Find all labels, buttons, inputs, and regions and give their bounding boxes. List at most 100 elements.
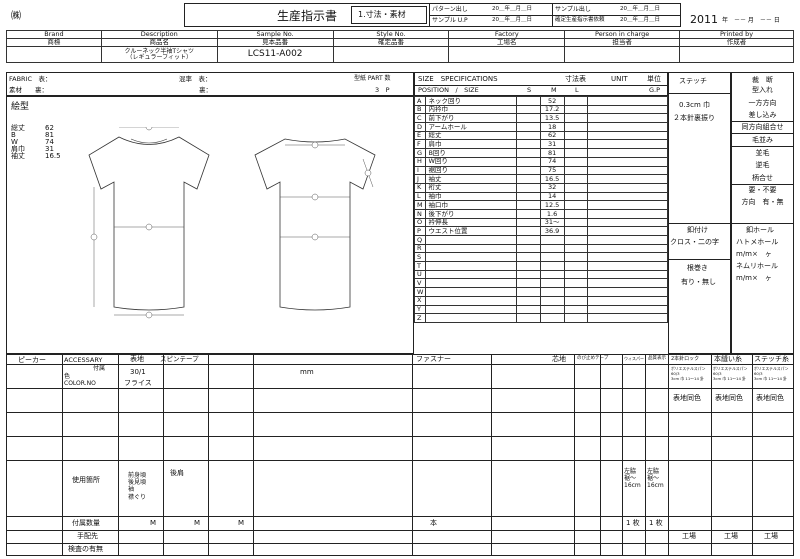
row-position[interactable] <box>425 235 518 245</box>
row-l[interactable] <box>563 104 589 115</box>
row-letter[interactable]: J <box>413 174 427 184</box>
row-letter[interactable]: U <box>413 269 427 280</box>
row-letter[interactable]: K <box>413 182 427 193</box>
row-s[interactable] <box>516 165 541 176</box>
row-gp[interactable] <box>587 304 668 315</box>
row-position[interactable]: ウエスト位置 <box>425 226 518 236</box>
row-m[interactable]: 14 <box>539 191 565 202</box>
row-l[interactable] <box>563 130 589 141</box>
row-s[interactable] <box>516 217 541 228</box>
row-position[interactable] <box>425 261 518 271</box>
row-gp[interactable] <box>587 278 668 289</box>
row-s[interactable] <box>516 122 541 132</box>
row-s[interactable] <box>516 208 541 219</box>
row-position[interactable]: 裄丈 <box>425 182 518 193</box>
row-gp[interactable] <box>587 130 668 141</box>
row-s[interactable] <box>516 226 541 236</box>
row-letter[interactable]: L <box>413 191 427 202</box>
row-l[interactable] <box>563 208 589 219</box>
row-m[interactable] <box>539 295 565 306</box>
row-letter[interactable]: G <box>413 148 427 158</box>
style-no-value[interactable] <box>332 46 450 63</box>
row-l[interactable] <box>563 191 589 202</box>
row-position[interactable]: B回り <box>425 148 518 158</box>
row-s[interactable] <box>516 261 541 271</box>
row-l[interactable] <box>563 287 589 297</box>
row-position[interactable]: ネック回り <box>425 96 518 106</box>
row-m[interactable]: 75 <box>539 165 565 176</box>
row-letter[interactable]: F <box>413 139 427 150</box>
row-position[interactable]: 裾回り <box>425 165 518 176</box>
row-gp[interactable] <box>587 287 668 297</box>
row-s[interactable] <box>516 113 541 124</box>
row-gp[interactable] <box>587 122 668 132</box>
row-gp[interactable] <box>587 313 668 323</box>
row-letter[interactable]: C <box>413 113 427 124</box>
row-s[interactable] <box>516 148 541 158</box>
row-letter[interactable]: O <box>413 217 427 228</box>
row-gp[interactable] <box>587 200 668 210</box>
row-m[interactable]: 13.5 <box>539 113 565 124</box>
row-gp[interactable] <box>587 165 668 176</box>
row-letter[interactable]: S <box>413 252 427 263</box>
row-gp[interactable] <box>587 243 668 254</box>
row-l[interactable] <box>563 304 589 315</box>
row-s[interactable] <box>516 96 541 106</box>
row-position[interactable] <box>425 269 518 280</box>
row-m[interactable]: 62 <box>539 130 565 141</box>
row-letter[interactable]: E <box>413 130 427 141</box>
row-m[interactable]: 31 <box>539 139 565 150</box>
row-s[interactable] <box>516 156 541 167</box>
row-position[interactable] <box>425 243 518 254</box>
row-letter[interactable]: D <box>413 122 427 132</box>
row-m[interactable]: 18 <box>539 122 565 132</box>
row-s[interactable] <box>516 235 541 245</box>
row-gp[interactable] <box>587 295 668 306</box>
row-l[interactable] <box>563 269 589 280</box>
row-m[interactable]: 16.5 <box>539 174 565 184</box>
row-letter[interactable]: N <box>413 208 427 219</box>
row-letter[interactable]: V <box>413 278 427 289</box>
row-l[interactable] <box>563 226 589 236</box>
row-position[interactable] <box>425 295 518 306</box>
row-s[interactable] <box>516 252 541 263</box>
row-letter[interactable]: T <box>413 261 427 271</box>
row-l[interactable] <box>563 278 589 289</box>
row-m[interactable]: 81 <box>539 148 565 158</box>
row-l[interactable] <box>563 148 589 158</box>
row-m[interactable]: 52 <box>539 96 565 106</box>
row-s[interactable] <box>516 243 541 254</box>
row-position[interactable]: 袖巾 <box>425 191 518 202</box>
row-letter[interactable]: B <box>413 104 427 115</box>
person-value[interactable] <box>564 46 681 63</box>
row-letter[interactable]: P <box>413 226 427 236</box>
row-position[interactable]: 袖丈 <box>425 174 518 184</box>
row-m[interactable] <box>539 269 565 280</box>
row-position[interactable] <box>425 304 518 315</box>
row-l[interactable] <box>563 200 589 210</box>
row-l[interactable] <box>563 313 589 323</box>
row-l[interactable] <box>563 243 589 254</box>
row-position[interactable]: アームホール <box>425 122 518 132</box>
row-letter[interactable]: I <box>413 165 427 176</box>
row-position[interactable]: 肩巾 <box>425 139 518 150</box>
row-m[interactable]: 32 <box>539 182 565 193</box>
row-l[interactable] <box>563 113 589 124</box>
row-l[interactable] <box>563 122 589 132</box>
row-l[interactable] <box>563 165 589 176</box>
row-letter[interactable]: R <box>413 243 427 254</box>
row-position[interactable]: 後下がり <box>425 208 518 219</box>
row-m[interactable]: 12.5 <box>539 200 565 210</box>
row-gp[interactable] <box>587 235 668 245</box>
row-gp[interactable] <box>587 139 668 150</box>
row-l[interactable] <box>563 261 589 271</box>
row-gp[interactable] <box>587 148 668 158</box>
row-s[interactable] <box>516 269 541 280</box>
row-m[interactable]: 17.2 <box>539 104 565 115</box>
row-l[interactable] <box>563 235 589 245</box>
row-s[interactable] <box>516 200 541 210</box>
description-value[interactable]: クルーネック半袖Tシャツ （レギュラーフィット） <box>100 46 218 63</box>
row-gp[interactable] <box>587 113 668 124</box>
row-l[interactable] <box>563 182 589 193</box>
row-letter[interactable]: Q <box>413 235 427 245</box>
